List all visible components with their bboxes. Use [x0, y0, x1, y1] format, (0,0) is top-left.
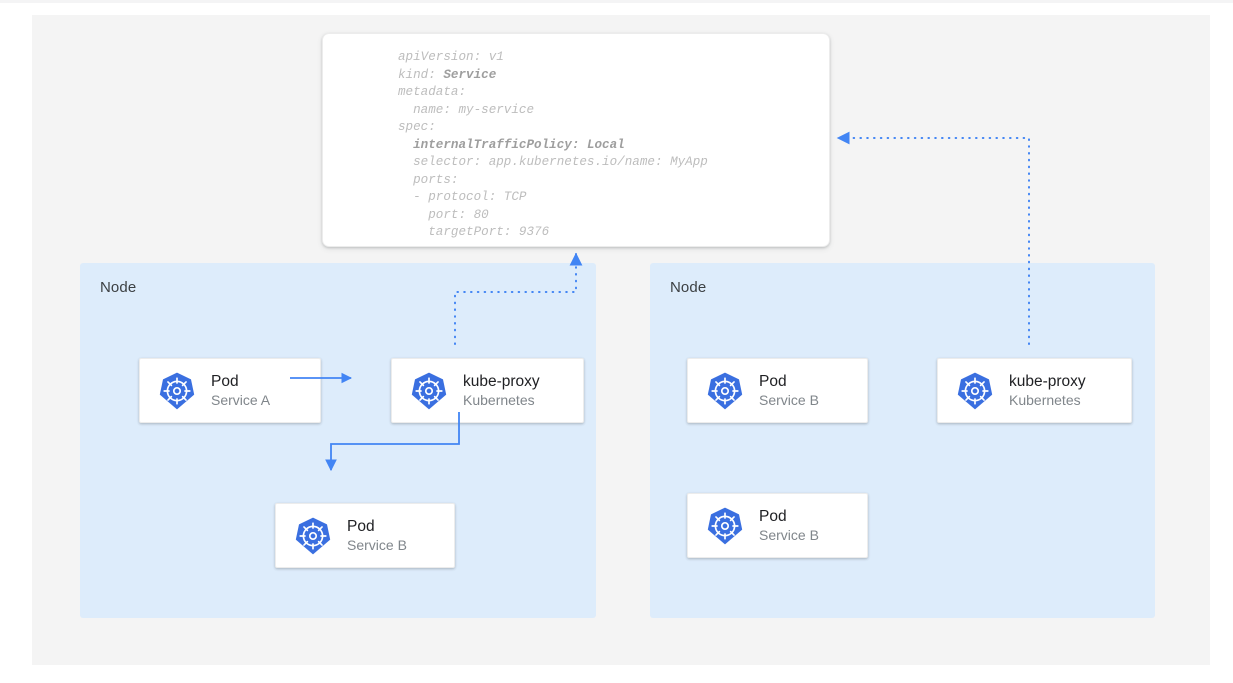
card-title: Pod	[759, 372, 787, 390]
diagram-canvas: apiVersion: v1 kind: Service metadata: n…	[32, 15, 1210, 665]
kubernetes-icon	[707, 372, 743, 409]
card-pod-service-b-right-top[interactable]: Pod Service B	[687, 358, 868, 423]
card-subtitle: Kubernetes	[463, 391, 535, 408]
card-pod-service-b-left[interactable]: Pod Service B	[275, 503, 455, 568]
card-kube-proxy-left[interactable]: kube-proxy Kubernetes	[391, 358, 584, 423]
kubernetes-icon	[411, 372, 447, 409]
card-text: Pod Service B	[759, 508, 819, 544]
card-text: Pod Service B	[759, 373, 819, 409]
card-title: kube-proxy	[463, 372, 540, 390]
kubernetes-icon	[295, 517, 331, 554]
card-subtitle: Service B	[759, 391, 819, 408]
card-title: Pod	[759, 507, 787, 525]
card-pod-service-b-right-bottom[interactable]: Pod Service B	[687, 493, 868, 558]
service-manifest-box: apiVersion: v1 kind: Service metadata: n…	[322, 33, 830, 247]
node-label-left: Node	[100, 279, 137, 296]
kubernetes-icon	[957, 372, 993, 409]
card-text: Pod Service B	[347, 518, 407, 554]
card-title: Pod	[211, 372, 239, 390]
card-subtitle: Service A	[211, 391, 271, 408]
card-title: kube-proxy	[1009, 372, 1086, 390]
node-panel-right: Node Pod Servic	[650, 263, 1155, 618]
card-subtitle: Kubernetes	[1009, 391, 1081, 408]
kubernetes-icon	[707, 507, 743, 544]
card-subtitle: Service B	[759, 526, 819, 543]
card-text: kube-proxy Kubernetes	[1009, 373, 1086, 409]
service-manifest-code: apiVersion: v1 kind: Service metadata: n…	[398, 50, 708, 240]
card-text: Pod Service A	[211, 373, 270, 409]
top-strip	[0, 0, 1233, 3]
node-panel-left: Node Pod Servic	[80, 263, 596, 618]
card-subtitle: Service B	[347, 536, 407, 553]
card-text: kube-proxy Kubernetes	[463, 373, 540, 409]
node-label-right: Node	[670, 279, 707, 296]
card-pod-service-a[interactable]: Pod Service A	[139, 358, 321, 423]
kubernetes-icon	[159, 372, 195, 409]
card-kube-proxy-right[interactable]: kube-proxy Kubernetes	[937, 358, 1132, 423]
card-title: Pod	[347, 517, 375, 535]
